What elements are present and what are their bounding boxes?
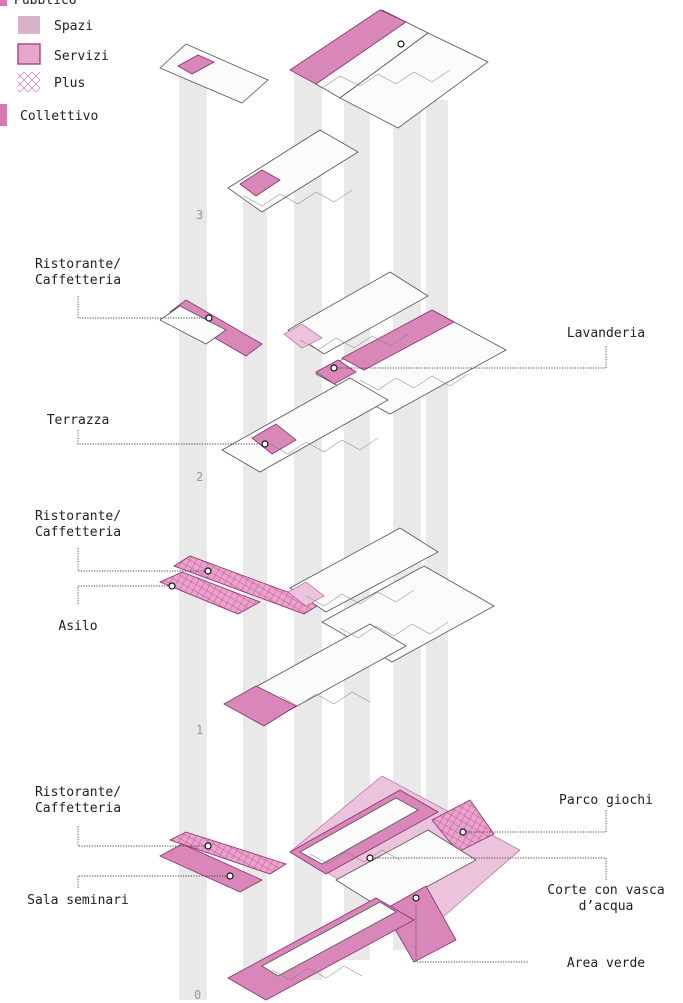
leader-l1-ristorante <box>77 548 208 572</box>
marker-l2-terrazza <box>261 440 269 448</box>
marker-l0-ristorante <box>204 842 212 850</box>
marker-l1-ristorante <box>204 567 212 575</box>
legend-public-bar <box>0 0 7 6</box>
level-1-rooms <box>305 589 415 607</box>
level-0-rooms <box>309 849 401 865</box>
label-l1-ristorante: Ristorante/Caffetteria <box>35 509 121 540</box>
level-2-restaurant-slab <box>159 305 227 345</box>
level-3-south-wing <box>227 129 359 213</box>
legend-plus-label: Plus <box>54 76 85 91</box>
level-2-east-roof <box>341 309 455 371</box>
legend-public-title: Pubblico <box>14 0 77 8</box>
label-l0-parco: Parco giochi <box>559 793 653 808</box>
label-l2-lavanderia: Lavanderia <box>567 326 645 341</box>
level-2-rooms-2 <box>359 373 469 391</box>
level-0-restaurant <box>168 831 287 875</box>
level-1-north-wing <box>289 527 439 613</box>
location-markers <box>168 314 467 902</box>
level-3-west-wing <box>159 43 269 104</box>
level-2-floor: 2 <box>159 271 507 484</box>
leader-l2-lavanderia <box>334 346 607 369</box>
leader-l0-area <box>415 906 528 963</box>
level-0-playground <box>431 799 495 853</box>
level-3-rooms <box>304 69 451 89</box>
legend-servizi-label: Servizi <box>54 49 109 64</box>
level-2-north-wing <box>287 271 429 355</box>
level-1-rooms-3 <box>279 691 371 707</box>
level-0-east-wing <box>335 829 477 911</box>
legend-collettivo-swatch <box>0 104 7 126</box>
level-0-south-rooms <box>261 901 397 977</box>
marker-l0-corte <box>366 854 374 862</box>
leader-l0-corte <box>370 857 607 880</box>
legend-spazi-swatch <box>18 16 40 34</box>
level-1-south-block <box>223 685 297 727</box>
level-0-north-rooms <box>299 797 419 865</box>
level-0-rooms-2 <box>271 965 363 981</box>
marker-l2-ristorante <box>205 314 213 322</box>
leader-lines <box>77 296 607 963</box>
level-1-rooms-2 <box>339 621 449 639</box>
level-0-number: 0 <box>194 988 201 1002</box>
level-2-rooms <box>299 333 409 351</box>
leader-l2-ristorante <box>77 296 209 319</box>
level-1-north-service <box>287 581 325 607</box>
label-l2-ristorante: Ristorante/Caffetteria <box>35 257 121 288</box>
legend-spazi-label: Spazi <box>54 19 93 34</box>
level-2-rooms-3 <box>269 437 379 455</box>
leader-l0-parco <box>463 810 607 833</box>
level-3-number: 3 <box>196 208 203 222</box>
level-2-number: 2 <box>196 470 203 484</box>
leader-l2-terrazza <box>77 430 265 445</box>
core-3 <box>294 70 322 980</box>
leader-l0-sala <box>77 875 230 888</box>
label-l0-area: Area verde <box>567 956 645 971</box>
level-0-floor: 0 <box>159 775 521 1002</box>
marker-l0-sala <box>226 872 234 880</box>
label-l0-ristorante: Ristorante/Caffetteria <box>35 785 121 816</box>
core-6 <box>426 100 448 860</box>
marker-l0-area <box>412 894 420 902</box>
level-1-number: 1 <box>196 723 203 737</box>
level-2-north-service <box>283 323 323 349</box>
level-1-nursery <box>158 571 261 615</box>
legend-collettivo-label: Collettivo <box>20 109 98 124</box>
level-3-rooms-2 <box>243 189 353 207</box>
marker-l1-asilo <box>168 582 176 590</box>
label-l2-terrazza: Terrazza <box>47 413 110 428</box>
label-l0-sala: Sala seminari <box>27 893 129 908</box>
level-0-green-area <box>383 885 457 963</box>
level-3-marker <box>397 40 405 48</box>
level-2-laundry <box>315 359 357 385</box>
legend-servizi-swatch <box>17 43 41 65</box>
marker-l0-parco <box>459 828 467 836</box>
marker-l2-lavanderia <box>330 364 338 372</box>
level-3-floor: 3 <box>159 9 489 222</box>
level-3-east-wing <box>339 32 489 129</box>
leader-l1-asilo <box>77 585 172 604</box>
legend: Pubblico Spazi Servizi Plus Collettivo <box>0 0 109 126</box>
level-0-seminar-hall <box>159 843 263 893</box>
leader-l0-ristorante <box>77 826 208 847</box>
level-3-west-service <box>177 54 215 75</box>
legend-plus-swatch <box>18 72 40 92</box>
space-labels: Ristorante/Caffetteria Lavanderia Terraz… <box>27 257 665 971</box>
level-2-south-wing <box>221 377 389 473</box>
label-l1-asilo: Asilo <box>58 619 97 634</box>
level-3-south-service <box>239 169 281 197</box>
